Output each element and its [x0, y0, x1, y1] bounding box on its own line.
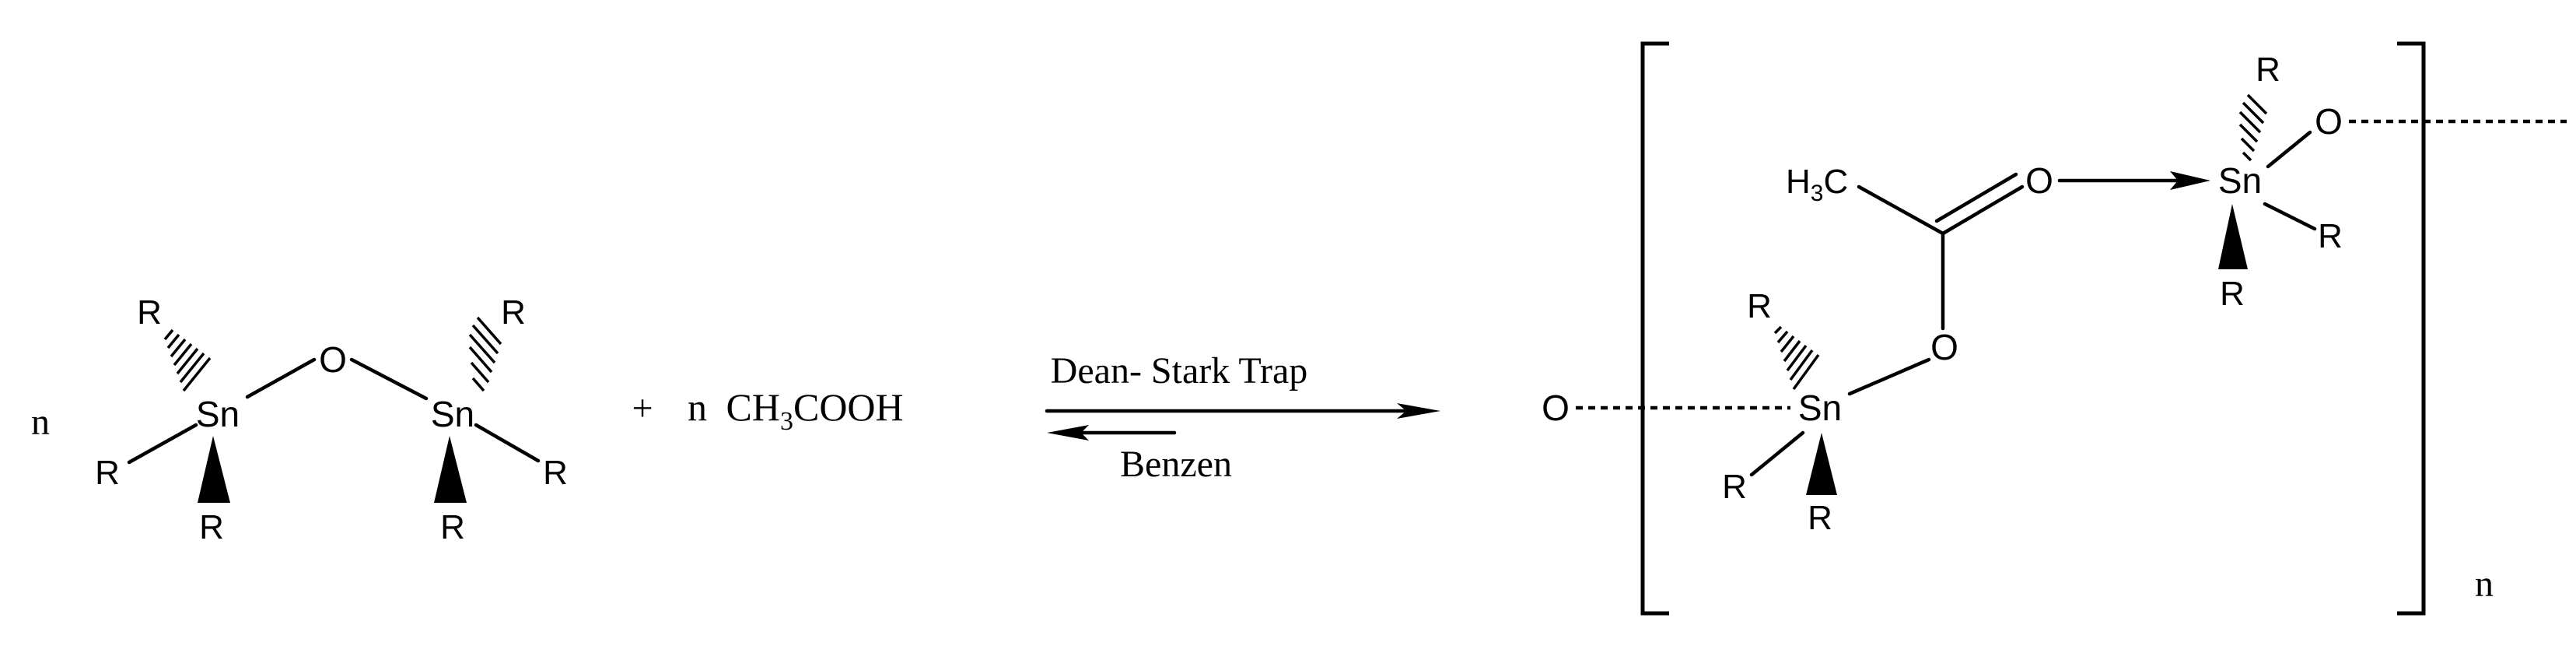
bond-sn-r-right-side [474, 423, 541, 463]
wedge-bond-left-bottom [198, 436, 230, 503]
product-ester-oxygen: O [1930, 327, 1958, 367]
reactant-sn-left: Sn [196, 394, 240, 434]
product-carbonyl-oxygen: O [2025, 160, 2053, 201]
wedge-bond-lower-bottom [1806, 433, 1837, 495]
reactant-bridging-oxygen: O [319, 339, 347, 380]
reagent-acetic-acid: + n CH3COOH [632, 385, 903, 436]
hashed-bond-lower-top [1773, 325, 1820, 391]
product-methyl-group: H3C [1786, 163, 1848, 206]
acetic-acid-formula: n CH3COOH [688, 385, 904, 436]
reactant-coefficient: n [31, 402, 50, 443]
condition-below-arrow: Benzen [1120, 444, 1232, 485]
forward-arrowhead [1397, 403, 1440, 419]
wedge-bond-right-bottom [434, 436, 467, 503]
methyl-suffix: C [1823, 163, 1848, 201]
bond-carbonyl-methyl [1857, 184, 1945, 236]
methyl-subscript: 3 [1811, 181, 1824, 206]
coordinate-bond-arrowhead [2170, 171, 2210, 190]
bond-carbonyl-double-1 [1941, 184, 2025, 236]
reactant-r-left-side: R [95, 454, 120, 492]
product-r-upper-top: R [2256, 51, 2280, 89]
product-r-lower-bottom: R [1808, 499, 1832, 537]
bond-carbonyl-double-2 [1934, 172, 2018, 223]
left-bracket [1640, 41, 1669, 616]
methyl-prefix: H [1786, 163, 1811, 201]
reagent-formula-suffix: COOH [793, 385, 904, 429]
bond-sn-upper-o-right [2266, 130, 2312, 169]
product-r-upper-bottom: R [2220, 275, 2245, 313]
reactant-r-left-top: R [137, 293, 162, 332]
reactant-r-right-bottom: R [440, 508, 465, 546]
reagent-formula-prefix: CH [726, 385, 780, 429]
right-bracket [2397, 41, 2426, 616]
product-terminal-oxygen-right: O [2315, 101, 2343, 142]
reactant-distannoxane: n Sn O Sn R R R R [31, 293, 568, 546]
bond-sn-r-lower-side [1749, 430, 1805, 477]
reactant-r-right-side: R [543, 454, 568, 492]
product-sn-upper: Sn [2218, 160, 2262, 201]
bond-sn-r-left-side [127, 423, 198, 465]
bond-sn-upper-r-side [2263, 202, 2317, 231]
product-r-lower-side: R [1722, 468, 1747, 506]
product-terminal-oxygen-left: O [1542, 388, 1570, 428]
product-polymer: n O Sn R R R O O H3C [1542, 41, 2567, 616]
product-sn-lower: Sn [1798, 388, 1842, 428]
reverse-arrowhead [1047, 425, 1089, 441]
hashed-bond-upper-top [2238, 93, 2268, 162]
reactant-r-left-bottom: R [199, 508, 224, 546]
repeat-unit-subscript: n [2475, 563, 2494, 605]
condition-above-arrow: Dean- Stark Trap [1051, 350, 1308, 391]
bond-sn-lower-o-ester [1847, 357, 1931, 396]
product-r-lower-top: R [1747, 287, 1772, 325]
reactant-sn-right: Sn [431, 394, 474, 434]
reagent-coefficient: n [688, 385, 707, 429]
bond-o-sn-right [349, 357, 429, 401]
reagent-formula-subscript: 3 [780, 407, 793, 436]
wedge-bond-upper-bottom [2218, 204, 2248, 269]
hashed-bond-right-top [468, 316, 502, 392]
product-r-upper-side: R [2318, 217, 2343, 255]
equilibrium-arrow: Dean- Stark Trap Benzen [1045, 350, 1440, 485]
bond-sn-o-left [245, 357, 317, 399]
hashed-bond-left-top [163, 328, 212, 392]
plus-sign: + [632, 388, 653, 429]
reactant-r-right-top: R [501, 293, 526, 332]
